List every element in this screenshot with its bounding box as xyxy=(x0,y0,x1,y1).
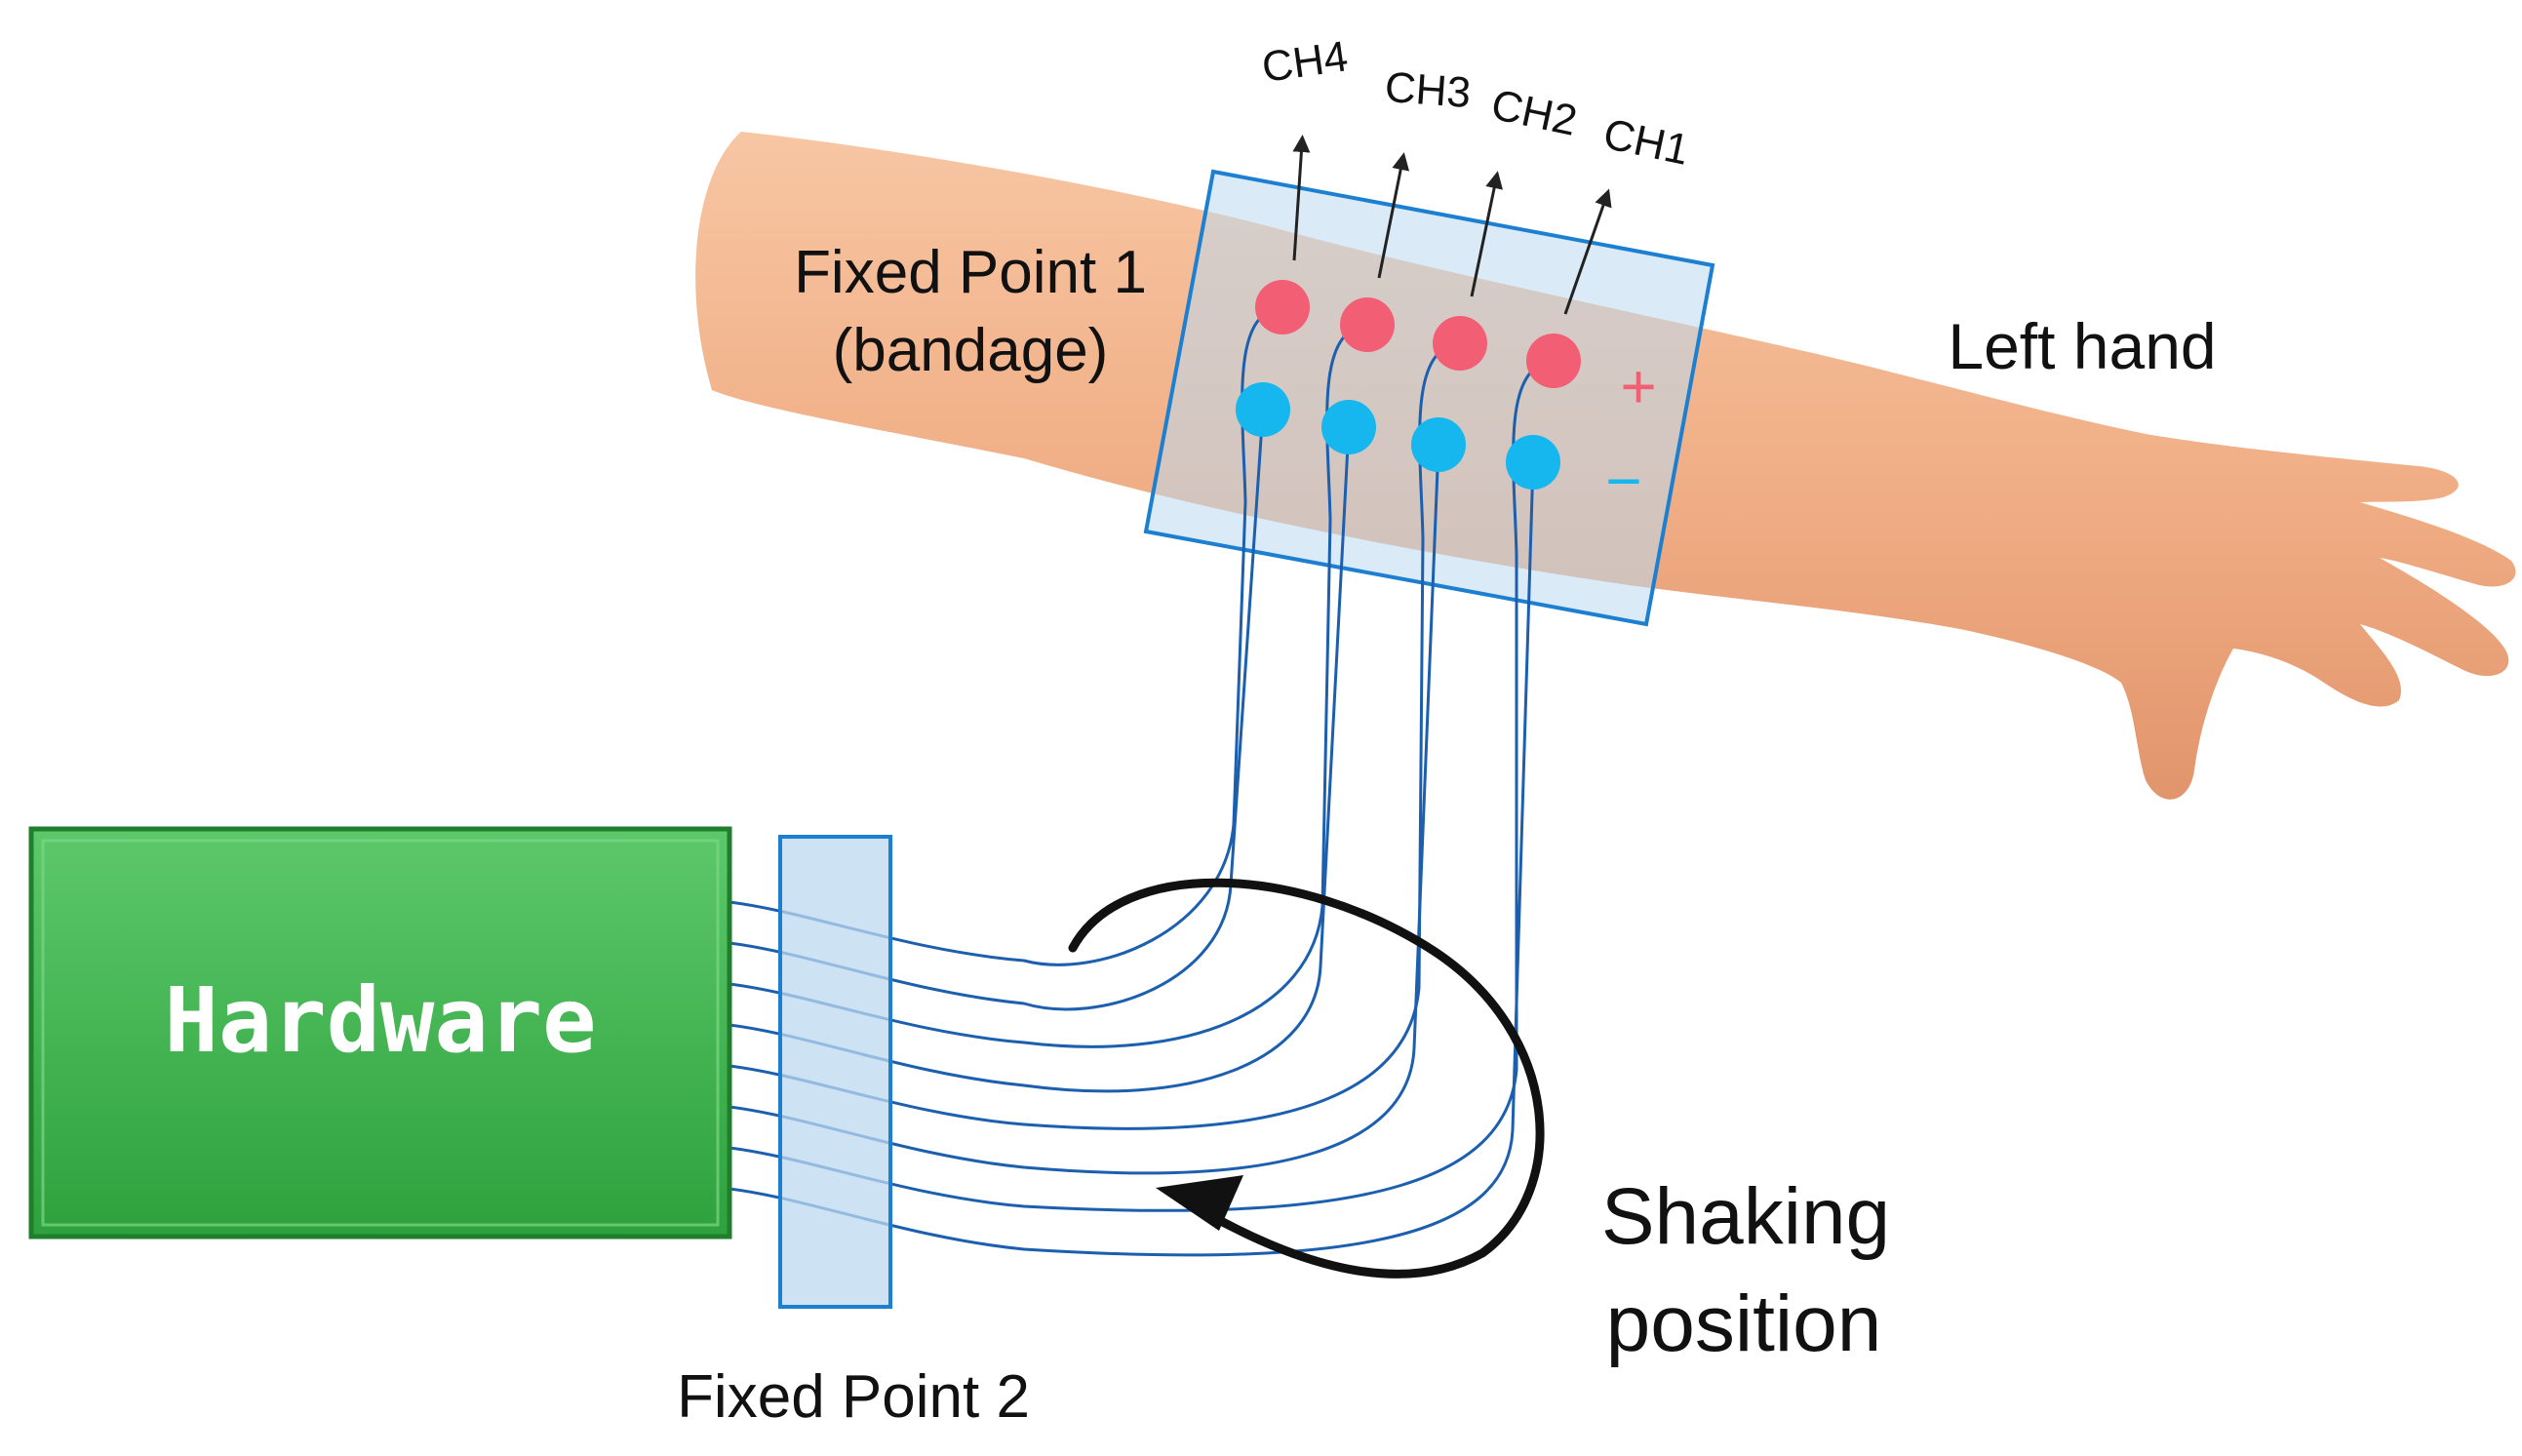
hardware-bevel xyxy=(41,839,720,1227)
shaking-label: Shaking xyxy=(1601,1172,1890,1261)
negative-electrode-ch2 xyxy=(1411,417,1466,472)
negative-electrode-ch1 xyxy=(1506,435,1560,490)
shaking-loop-arrow xyxy=(1068,878,1545,1279)
negative-electrode-ch3 xyxy=(1321,400,1376,454)
channel-arrow-ch2 xyxy=(1470,171,1503,297)
channel-label-ch4: CH4 xyxy=(1259,32,1351,92)
fixed-point-1-sublabel: (bandage) xyxy=(833,317,1109,384)
fixed-point-1-label: Fixed Point 1 xyxy=(794,239,1147,306)
position-label: position xyxy=(1606,1279,1882,1368)
positive-electrode-ch4 xyxy=(1255,280,1310,334)
left-hand-label: Left hand xyxy=(1948,310,2216,382)
hardware-box xyxy=(28,826,732,1240)
channel-arrow-ch1 xyxy=(1563,188,1612,315)
electrode-array xyxy=(1236,280,1581,490)
positive-electrode-ch3 xyxy=(1340,297,1395,352)
fixed-point-2-label: Fixed Point 2 xyxy=(677,1363,1030,1431)
shaking-arrow-head xyxy=(1156,1175,1243,1231)
channel-label-ch3: CH3 xyxy=(1383,63,1472,117)
positive-electrode-ch2 xyxy=(1433,316,1487,371)
fixed-point-2-plate xyxy=(778,835,892,1309)
plus-sign: + xyxy=(1620,351,1656,421)
negative-electrode-ch4 xyxy=(1236,382,1290,437)
channel-arrow-ch4 xyxy=(1292,135,1311,261)
channel-label-ch1: CH1 xyxy=(1599,110,1693,175)
channel-label-ch2: CH2 xyxy=(1487,81,1581,145)
channel-arrow-ch3 xyxy=(1377,152,1410,279)
hardware-label: Hardware xyxy=(164,968,596,1073)
positive-electrode-ch1 xyxy=(1526,334,1581,388)
minus-sign: − xyxy=(1605,446,1641,516)
